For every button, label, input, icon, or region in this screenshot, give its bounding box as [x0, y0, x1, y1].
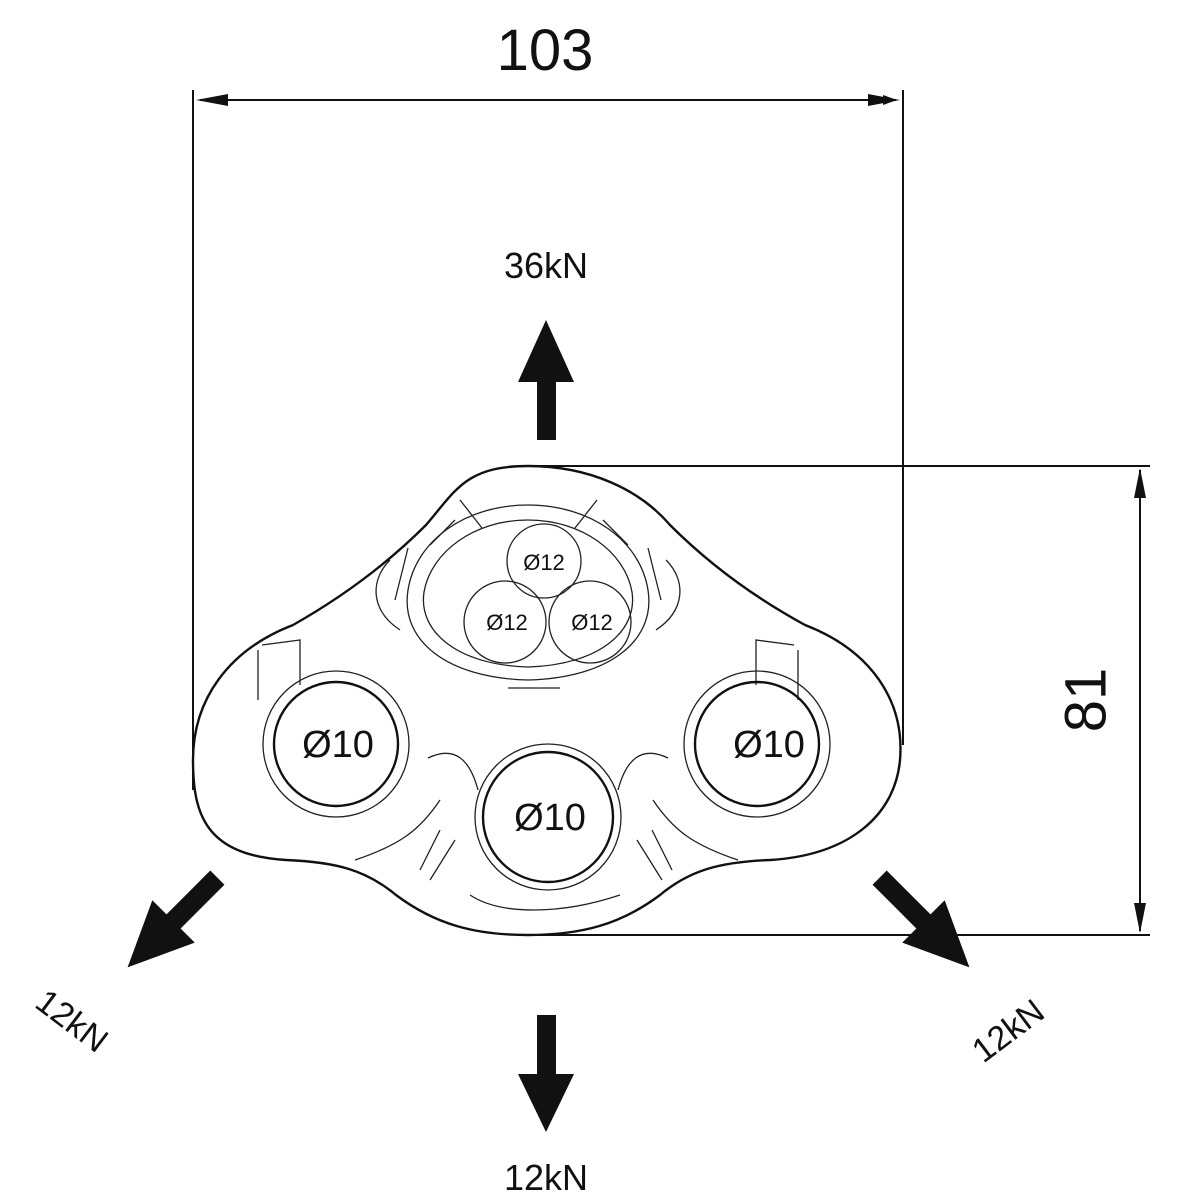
- width-arrowhead-right: [868, 94, 900, 106]
- hole-top-small-2: Ø12: [463, 580, 547, 664]
- height-label: 81: [1053, 668, 1118, 733]
- hole-bottom-center: Ø10: [474, 743, 622, 891]
- height-dimension: 81: [528, 465, 1150, 936]
- hole-bottom-right: Ø10: [693, 680, 821, 808]
- hole-top-small-3: Ø12: [548, 580, 632, 664]
- hole-top-small-1-label: Ø12: [523, 550, 565, 575]
- hole-top-small-2-label: Ø12: [486, 610, 528, 635]
- width-label: 103: [497, 18, 594, 83]
- width-arrowhead-left: [196, 94, 228, 106]
- load-arrow-down-left: [127, 870, 225, 968]
- load-label-down: 12kN: [504, 1157, 588, 1198]
- load-arrow-down-right: [872, 870, 970, 968]
- hole-bottom-center-label: Ø10: [514, 797, 586, 839]
- width-dimension: 103: [192, 18, 904, 790]
- hole-bottom-left: Ø10: [272, 680, 400, 808]
- hole-top-small-1: Ø12: [506, 523, 582, 599]
- load-label-down-right: 12kN: [965, 992, 1051, 1070]
- height-arrowhead-top: [1134, 468, 1146, 498]
- load-arrow-up: [518, 320, 574, 440]
- height-arrowhead-bottom: [1134, 903, 1146, 933]
- load-arrow-down: [518, 1015, 574, 1132]
- hole-top-small-3-label: Ø12: [571, 610, 613, 635]
- plate-outer-outline: [191, 464, 902, 937]
- plate-body: [191, 464, 902, 937]
- load-label-down-left: 12kN: [28, 982, 114, 1060]
- hole-bottom-right-label: Ø10: [733, 724, 805, 766]
- load-label-up: 36kN: [504, 245, 588, 286]
- hole-bottom-left-label: Ø10: [302, 724, 374, 766]
- top-pocket-outline: [406, 504, 650, 681]
